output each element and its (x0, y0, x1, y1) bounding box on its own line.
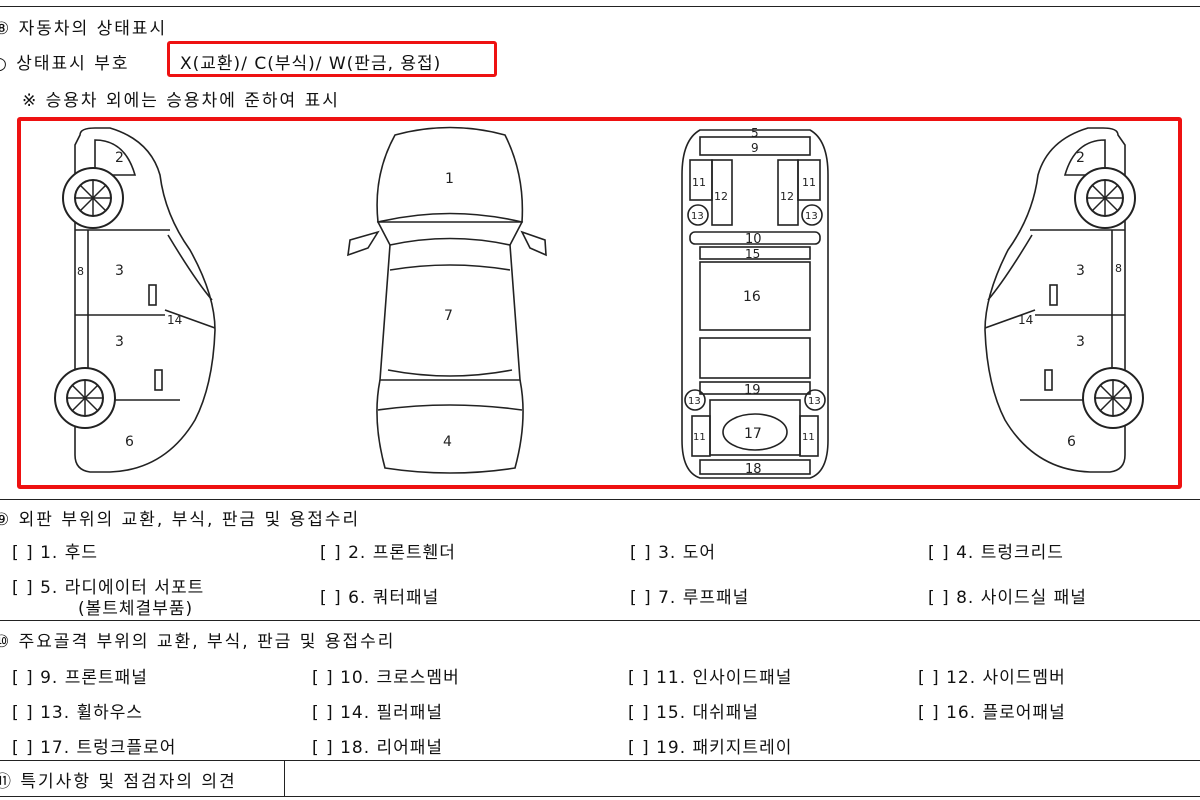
checkbox-item-5-sub: (볼트체결부품) (78, 599, 194, 619)
checkbox-item-11[interactable]: [ ] 11. 인사이드패널 (628, 668, 793, 688)
checkbox-item-6[interactable]: [ ] 6. 쿼터패널 (320, 588, 440, 608)
checkbox-item-2[interactable]: [ ] 2. 프론트휀더 (320, 543, 456, 563)
note-text: ※ 승용차 외에는 승용차에 준하여 표시 (22, 91, 340, 111)
checkbox-item-15[interactable]: [ ] 15. 대쉬패널 (628, 703, 760, 723)
section-9-title: ⑨ 외판 부위의 교환, 부식, 판금 및 용접수리 (0, 510, 361, 530)
checkbox-item-8[interactable]: [ ] 8. 사이드실 패널 (928, 588, 1087, 608)
opinion-field[interactable] (286, 762, 1200, 796)
checkbox-item-14[interactable]: [ ] 14. 필러패널 (312, 703, 444, 723)
symbols-label: ○ 상태표시 부호 (0, 54, 130, 74)
checkbox-item-10[interactable]: [ ] 10. 크로스멤버 (312, 668, 460, 688)
symbols-highlight-box (167, 41, 497, 77)
section-11-title: ⑪ 특기사항 및 점검자의 의견 (0, 772, 237, 792)
section-8-title: ⑧ 자동차의 상태표시 (0, 19, 168, 39)
checkbox-item-4[interactable]: [ ] 4. 트렁크리드 (928, 543, 1064, 563)
checkbox-item-3[interactable]: [ ] 3. 도어 (630, 543, 716, 563)
section-11-divider (0, 760, 1200, 761)
checkbox-item-19[interactable]: [ ] 19. 패키지트레이 (628, 738, 793, 758)
checkbox-item-16[interactable]: [ ] 16. 플로어패널 (918, 703, 1066, 723)
section-9-divider (0, 499, 1200, 500)
diagram-highlight-box (17, 117, 1182, 489)
checkbox-item-5[interactable]: [ ] 5. 라디에이터 서포트 (12, 578, 205, 598)
symbols-value: X(교환)/ C(부식)/ W(판금, 용접) (180, 54, 442, 74)
section-10-title: ⑩ 주요골격 부위의 교환, 부식, 판금 및 용접수리 (0, 632, 396, 652)
bottom-border (0, 796, 1200, 797)
section-10-divider (0, 620, 1200, 621)
checkbox-item-12[interactable]: [ ] 12. 사이드멤버 (918, 668, 1066, 688)
checkbox-item-9[interactable]: [ ] 9. 프론트패널 (12, 668, 148, 688)
checkbox-item-1[interactable]: [ ] 1. 후드 (12, 543, 98, 563)
checkbox-item-7[interactable]: [ ] 7. 루프패널 (630, 588, 750, 608)
section-11-title-divider (284, 760, 285, 796)
top-border (0, 6, 1200, 7)
checkbox-item-17[interactable]: [ ] 17. 트렁크플로어 (12, 738, 177, 758)
checkbox-item-18[interactable]: [ ] 18. 리어패널 (312, 738, 444, 758)
checkbox-item-13[interactable]: [ ] 13. 휠하우스 (12, 703, 144, 723)
